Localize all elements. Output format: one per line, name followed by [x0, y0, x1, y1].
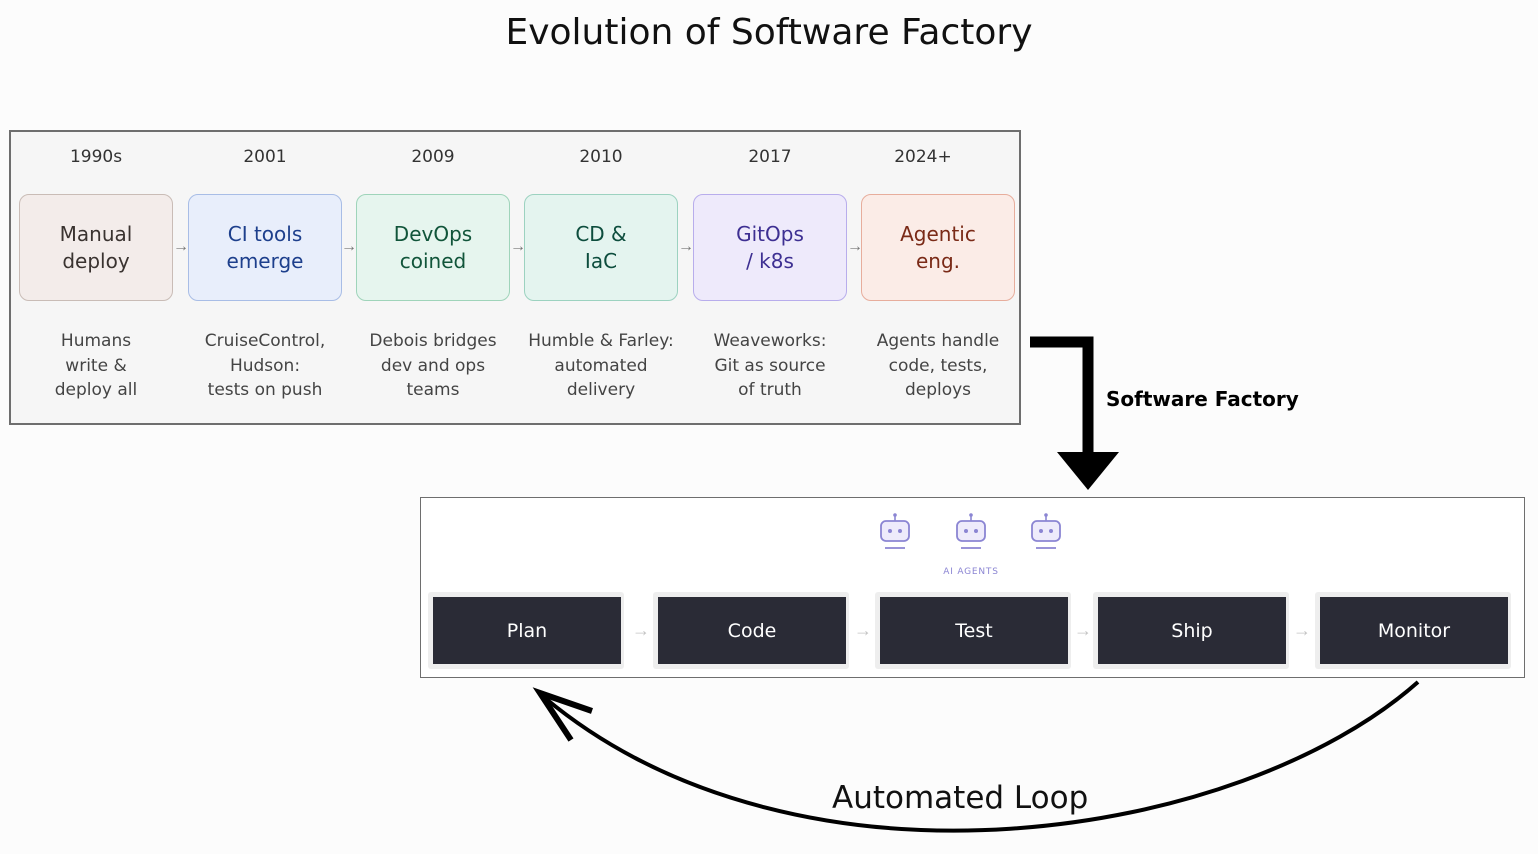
arrow-down-icon	[1030, 336, 1119, 490]
stage-plan: Plan	[428, 592, 624, 669]
arrow-right-icon: →	[341, 238, 357, 255]
era-box: CD & IaC	[524, 194, 678, 301]
stage-label: Plan	[433, 597, 621, 664]
era-description: Humble & Farley: automated delivery	[528, 331, 674, 400]
era-description: Debois bridges dev and ops teams	[369, 331, 497, 400]
stage-label: Code	[658, 597, 846, 664]
era-year: 2024+	[894, 147, 952, 167]
ai-agents-label: AI AGENTS	[943, 567, 999, 577]
arrow-right-icon: →	[1293, 620, 1311, 640]
stage-label: Test	[880, 597, 1068, 664]
stage-ship: Ship	[1093, 592, 1289, 669]
era-box: Agentic eng.	[861, 194, 1015, 301]
pipeline-panel: AI AGENTS Plan → Code → Test → Ship → Mo…	[420, 497, 1525, 678]
era-description: Agents handle code, tests, deploys	[876, 331, 1000, 400]
stage-label: Monitor	[1320, 597, 1508, 664]
arrow-right-icon: →	[632, 620, 650, 640]
arrow-right-icon: →	[173, 238, 189, 255]
loop-arrow-icon	[532, 680, 1420, 833]
era-box: GitOps / k8s	[693, 194, 847, 301]
era-year: 2009	[411, 147, 455, 167]
diagram-title: Evolution of Software Factory	[505, 12, 1033, 53]
era-box: DevOps coined	[356, 194, 510, 301]
robot-icon	[880, 513, 910, 549]
robot-icon	[1031, 513, 1061, 549]
arrow-right-icon: →	[854, 620, 872, 640]
era-description: Humans write & deploy all	[54, 331, 138, 400]
stage-code: Code	[653, 592, 849, 669]
era-box: CI tools emerge	[188, 194, 342, 301]
era-description: CruiseControl, Hudson: tests on push	[204, 331, 326, 400]
stage-test: Test	[875, 592, 1071, 669]
era-description: Weaveworks: Git as source of truth	[713, 331, 827, 400]
arrow-right-icon: →	[847, 238, 863, 255]
stage-label: Ship	[1098, 597, 1286, 664]
robot-icon	[956, 513, 986, 549]
timeline-panel: 1990s Manual deploy Humans write & deplo…	[9, 130, 1021, 425]
arrow-right-icon: →	[510, 238, 526, 255]
era-year: 2010	[579, 147, 623, 167]
era-year: 2001	[243, 147, 287, 167]
arrow-right-icon: →	[1074, 620, 1092, 640]
stage-monitor: Monitor	[1315, 592, 1511, 669]
era-year: 1990s	[69, 147, 123, 167]
arrow-right-icon: →	[678, 238, 694, 255]
era-year: 2017	[748, 147, 792, 167]
era-box: Manual deploy	[19, 194, 173, 301]
automated-loop-label: Automated Loop	[832, 780, 1089, 816]
software-factory-label: Software Factory	[1106, 387, 1299, 411]
